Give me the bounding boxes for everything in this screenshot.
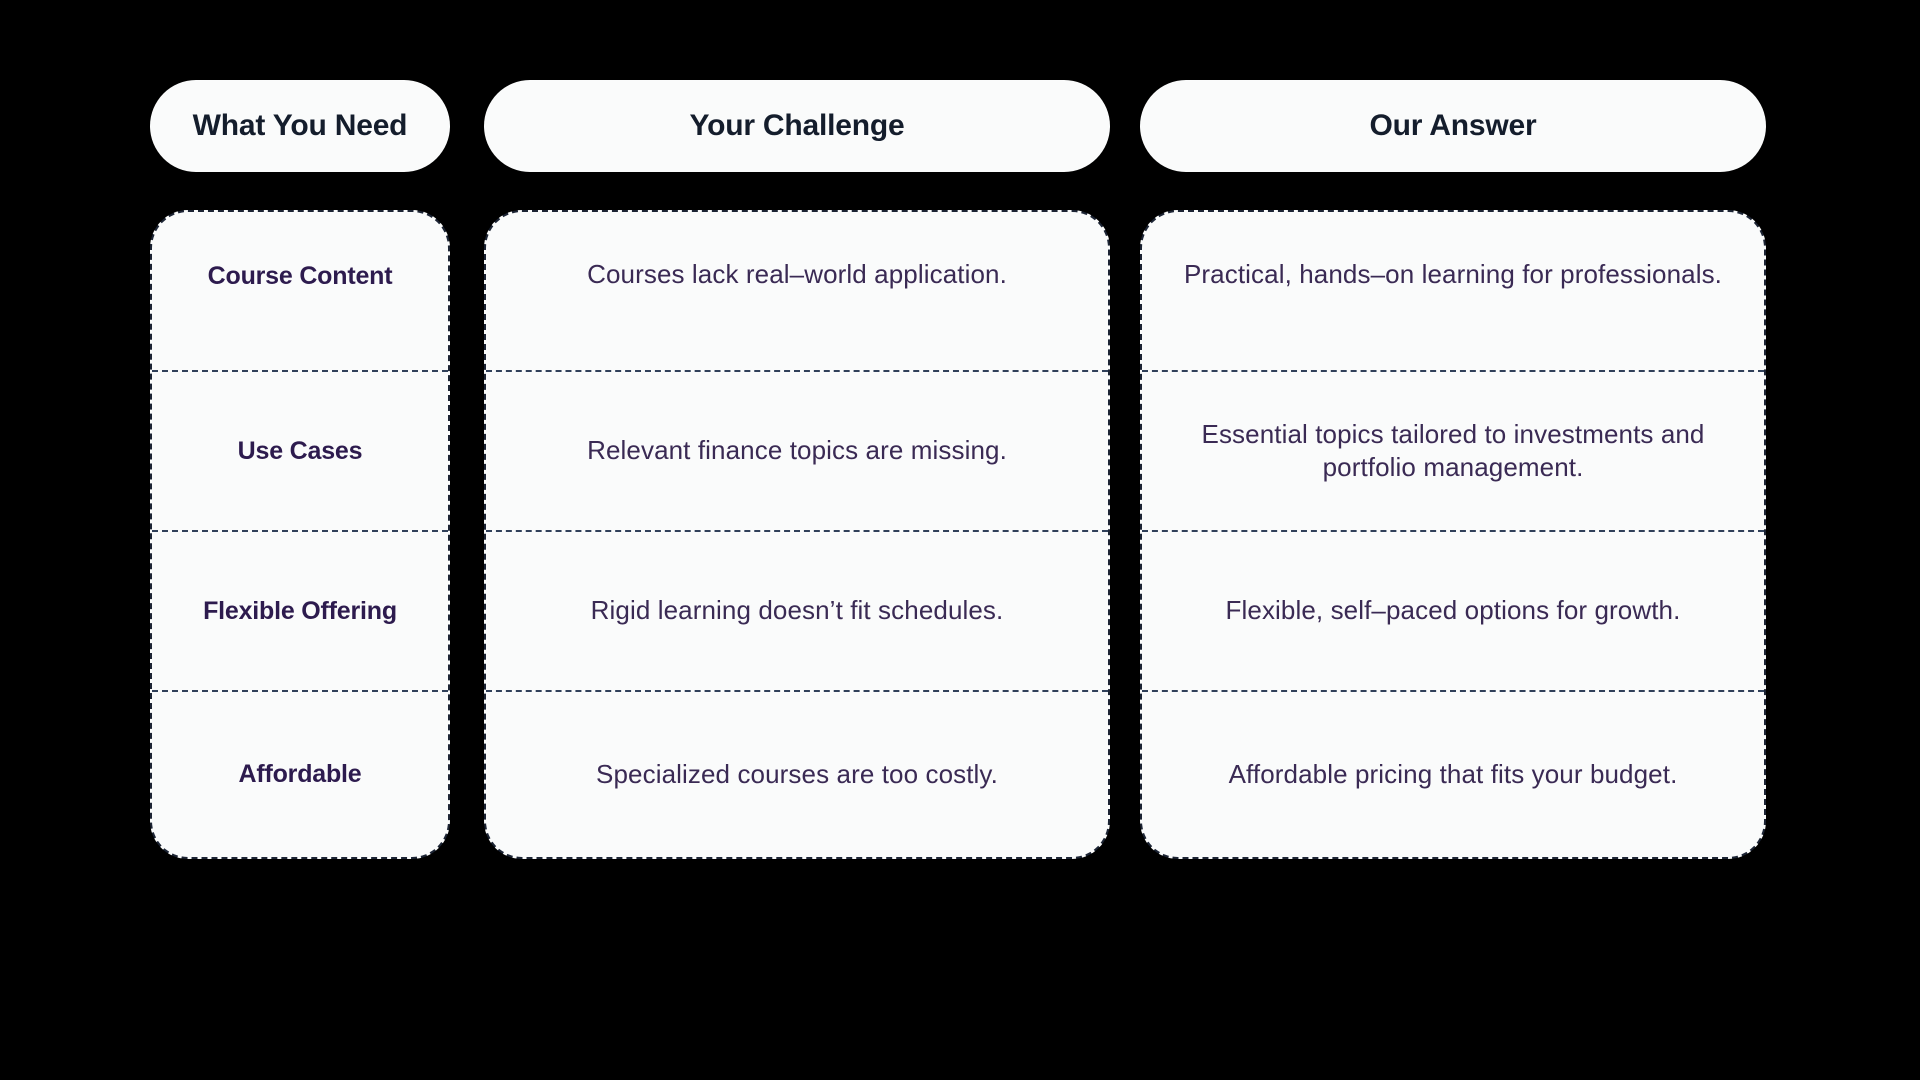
column-our-answer: Our Answer Practical, hands–on learning … bbox=[1140, 80, 1766, 859]
cell-need-flexible-offering: Flexible Offering bbox=[152, 532, 448, 692]
cell-answer-flexible-offering: Flexible, self–paced options for growth. bbox=[1142, 532, 1764, 692]
column-header-your-challenge: Your Challenge bbox=[484, 80, 1110, 172]
cell-need-use-cases: Use Cases bbox=[152, 372, 448, 532]
column-your-challenge: Your Challenge Courses lack real–world a… bbox=[484, 80, 1110, 859]
column-what-you-need: What You Need Course Content Use Cases F… bbox=[150, 80, 450, 859]
card-our-answer: Practical, hands–on learning for profess… bbox=[1140, 210, 1766, 859]
cell-need-affordable: Affordable bbox=[238, 760, 362, 788]
column-header-what-you-need: What You Need bbox=[150, 80, 450, 172]
cell-answer-course-content: Practical, hands–on learning for profess… bbox=[1142, 212, 1764, 372]
card-your-challenge: Courses lack real–world application. Rel… bbox=[484, 210, 1110, 859]
cell-challenge-course-content: Courses lack real–world application. bbox=[486, 212, 1108, 372]
card-what-you-need: Course Content Use Cases Flexible Offeri… bbox=[150, 210, 450, 859]
cell-challenge-flexible-offering: Rigid learning doesn’t fit schedules. bbox=[486, 532, 1108, 692]
cell-challenge-affordable: Specialized courses are too costly. bbox=[596, 758, 998, 789]
cell-answer-affordable: Affordable pricing that fits your budget… bbox=[1228, 758, 1678, 789]
cell-need-course-content: Course Content bbox=[152, 212, 448, 372]
cell-challenge-use-cases: Relevant finance topics are missing. bbox=[486, 372, 1108, 532]
cell-answer-use-cases: Essential topics tailored to investments… bbox=[1142, 372, 1764, 532]
column-header-our-answer: Our Answer bbox=[1140, 80, 1766, 172]
